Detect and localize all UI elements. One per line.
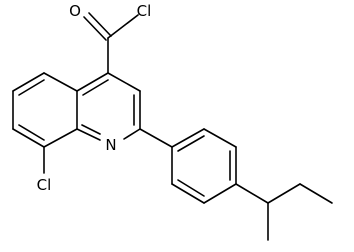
- bond-c-cl-acyl: [107, 14, 139, 39]
- bond-lines: [12, 12, 333, 241]
- atom-label-nitrogen: N: [105, 136, 116, 154]
- bond-c5-c6: [12, 72, 45, 92]
- bond-c7-c8: [12, 128, 45, 148]
- bond-c4a-c4-inner: [82, 79, 109, 96]
- bond-ph4-ph5: [203, 183, 237, 204]
- bond-c5-c6-inner: [18, 79, 45, 96]
- bond-ph5-ph6: [171, 183, 205, 204]
- atom-label-oxygen: O: [69, 2, 81, 20]
- atom-labels: O Cl N Cl: [37, 2, 152, 194]
- bond-ph5-ph6-inner: [177, 179, 205, 197]
- bond-c-o-double-1: [83, 16, 107, 41]
- bond-ph2-ph3: [203, 128, 237, 148]
- bond-c8-c8a: [43, 128, 78, 148]
- bond-c2-n1: [123, 128, 141, 140]
- bond-c4-c3: [107, 72, 141, 92]
- bond-c4a-c5: [43, 72, 78, 92]
- bond-c7-c8-inner: [18, 124, 45, 141]
- bond-c-o-double-2: [88, 12, 112, 37]
- bond-ph4-ch: [235, 183, 269, 204]
- bond-n1-c8a-inner: [81, 124, 101, 135]
- atom-label-acyl-chlorine: Cl: [137, 2, 152, 20]
- bond-ch2-ch3: [299, 183, 333, 204]
- bond-c2-phenyl: [139, 128, 173, 148]
- bond-n1-c8a: [76, 128, 101, 141]
- bond-ph1-ph2-inner: [177, 135, 205, 152]
- bond-c4a-c4: [76, 72, 109, 92]
- bond-ch-ch2: [267, 183, 301, 204]
- atom-label-ring-chlorine: Cl: [37, 176, 52, 194]
- bond-ph1-ph2: [171, 128, 205, 148]
